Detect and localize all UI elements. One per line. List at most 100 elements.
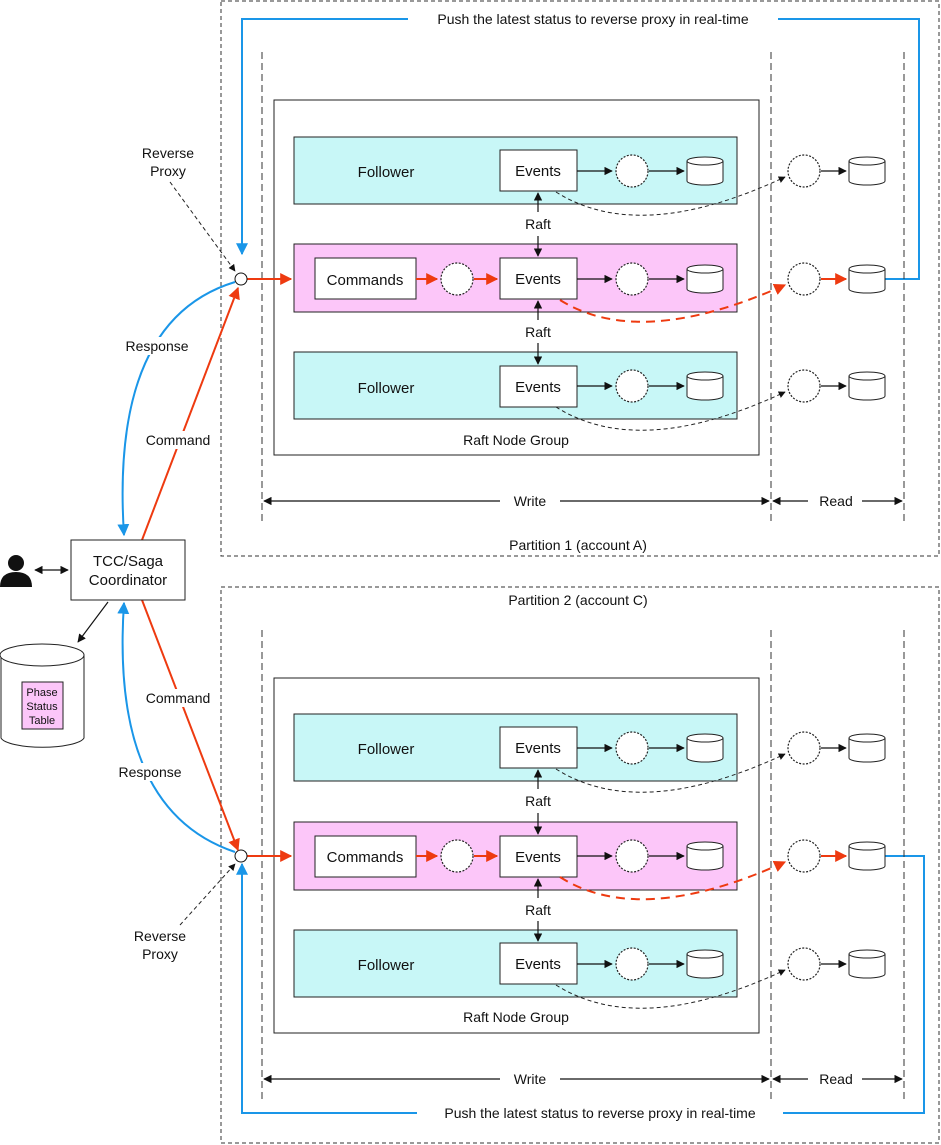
read-label-2: Read	[819, 1071, 852, 1087]
response-label-bg-2	[110, 763, 190, 781]
follower-label-bottom-1: Follower	[358, 380, 415, 397]
commands-label-2: Commands	[327, 849, 404, 866]
database-icon-bottom-1	[686, 371, 724, 401]
events-label-top-2: Events	[515, 740, 561, 757]
events-label-leader-1: Events	[515, 271, 561, 288]
coordinator-to-db-arrow	[77, 601, 109, 643]
push-label-bg-1	[408, 10, 778, 28]
event-processor-gear-leader-1	[615, 262, 649, 296]
command-label-2: Command	[146, 690, 211, 706]
follower-label-top-2: Follower	[358, 741, 415, 758]
read-database-icon-top-2	[848, 733, 886, 763]
command-arrow-2	[141, 599, 240, 852]
write-label-1: Write	[514, 493, 547, 509]
push-label-bg-2	[417, 1104, 783, 1122]
replication-curve-leader-2	[559, 861, 787, 901]
push-status-line-2	[236, 855, 925, 1114]
raft-label-upper-1: Raft	[525, 216, 551, 232]
response-arrow-2	[117, 601, 236, 853]
push-label-1: Push the latest status to reverse proxy …	[437, 11, 748, 27]
push-label-2: Push the latest status to reverse proxy …	[444, 1105, 755, 1121]
events-label-bottom-2: Events	[515, 956, 561, 973]
commands-box-2	[314, 835, 417, 878]
partition-2-border	[220, 586, 940, 1144]
database-icon-bottom-2	[686, 949, 724, 979]
reverse-proxy-label-1-line1: Reverse	[142, 145, 194, 161]
command-label-bg-1	[138, 431, 218, 449]
read-database-icon-bottom-1	[848, 371, 886, 401]
follower-label-top-1: Follower	[358, 164, 415, 181]
read-database-icon-bottom-2	[848, 949, 886, 979]
event-processor-gear-top-1	[615, 154, 649, 188]
command-arrow-1	[141, 286, 240, 541]
coordinator-label-line2: Coordinator	[89, 572, 167, 589]
replication-curve-top-1	[555, 176, 786, 216]
tcc-saga-coordinator	[70, 539, 186, 601]
raft-group-label-2: Raft Node Group	[463, 1009, 569, 1025]
event-processor-gear-top-2	[615, 731, 649, 765]
command-label-bg-2	[138, 689, 218, 707]
partition-2-title: Partition 2 (account C)	[508, 592, 647, 608]
events-label-top-1: Events	[515, 163, 561, 180]
response-label-2: Response	[118, 764, 181, 780]
table-label-line1: Phase	[26, 687, 57, 699]
reverse-proxy-label-2-line1: Reverse	[134, 928, 186, 944]
event-processor-gear-leader-2	[615, 839, 649, 873]
partition-1-title: Partition 1 (account A)	[509, 537, 647, 553]
command-processor-gear-2	[440, 839, 474, 873]
replication-curve-top-2	[555, 753, 786, 793]
follower-label-bottom-2: Follower	[358, 957, 415, 974]
reverse-proxy-label-1-line2: Proxy	[150, 163, 186, 179]
events-box-leader-1	[499, 257, 578, 300]
reverse-proxy-pointer-1	[169, 181, 236, 272]
read-processor-gear-top-1	[787, 154, 821, 188]
table-label-line2: Status	[26, 701, 58, 713]
table-label-line3: Table	[29, 715, 55, 727]
reverse-proxy-node-1	[234, 272, 248, 286]
command-processor-gear-1	[440, 262, 474, 296]
coordinator-label-line1: TCC/Saga	[93, 553, 164, 570]
response-label-bg-1	[118, 337, 196, 355]
read-database-icon-leader-1	[848, 264, 886, 294]
events-label-leader-2: Events	[515, 849, 561, 866]
raft-label-lower-1: Raft	[525, 324, 551, 340]
raft-label-upper-2: Raft	[525, 793, 551, 809]
read-processor-gear-leader-2	[787, 839, 821, 873]
response-arrow-1	[117, 281, 236, 537]
events-box-leader-2	[499, 835, 578, 878]
database-icon-leader-2	[686, 841, 724, 871]
read-processor-gear-bottom-1	[787, 369, 821, 403]
commands-box-1	[314, 257, 417, 300]
replication-curve-leader-1	[559, 283, 787, 323]
events-box-top-2	[499, 726, 578, 769]
database-icon-top-1	[686, 156, 724, 186]
database-icon-leader-1	[686, 264, 724, 294]
read-processor-gear-bottom-2	[787, 947, 821, 981]
read-processor-gear-top-2	[787, 731, 821, 765]
raft-label-lower-2: Raft	[525, 902, 551, 918]
read-database-icon-leader-2	[848, 841, 886, 871]
replication-curve-bottom-1	[555, 391, 786, 431]
reverse-proxy-label-2-line2: Proxy	[142, 946, 178, 962]
partition-1-border	[220, 0, 940, 557]
read-processor-gear-leader-1	[787, 262, 821, 296]
write-label-2: Write	[514, 1071, 547, 1087]
event-processor-gear-bottom-1	[615, 369, 649, 403]
partition-1: Push the latest status to reverse proxy …	[142, 0, 940, 557]
event-processor-gear-bottom-2	[615, 947, 649, 981]
raft-group-label-1: Raft Node Group	[463, 432, 569, 448]
read-label-1: Read	[819, 493, 852, 509]
phase-status-table	[21, 681, 64, 730]
reverse-proxy-pointer-2	[179, 863, 236, 926]
command-label-1: Command	[146, 432, 211, 448]
events-box-top-1	[499, 149, 578, 192]
read-database-icon-top-1	[848, 156, 886, 186]
reverse-proxy-node-2	[234, 849, 248, 863]
commands-label-1: Commands	[327, 272, 404, 289]
push-status-line-1	[236, 18, 920, 280]
response-label-1: Response	[125, 338, 188, 354]
database-icon-top-2	[686, 733, 724, 763]
partition-2: Partition 2 (account C) Push the latest …	[134, 586, 940, 1144]
coordinator-area: Response Command Command Response TCC/Sa…	[0, 281, 240, 853]
